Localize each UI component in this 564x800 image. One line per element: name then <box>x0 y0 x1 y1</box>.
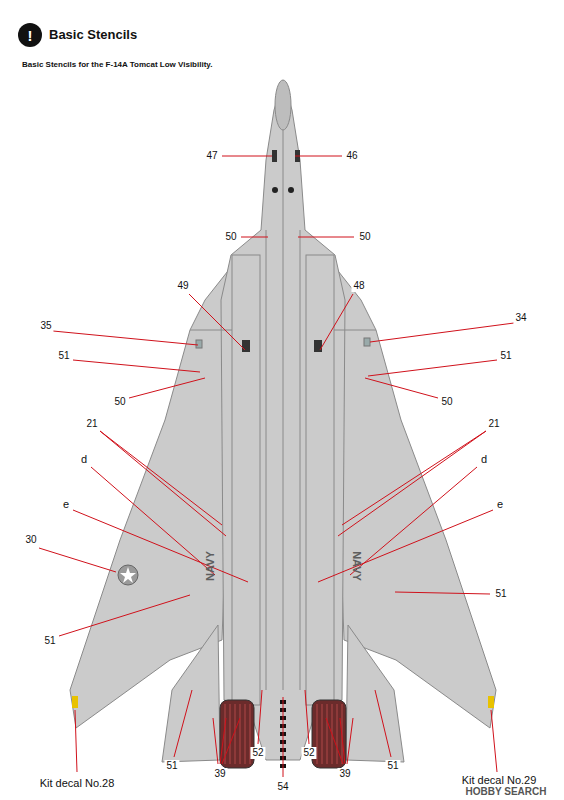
callout-number: 51 <box>164 760 179 772</box>
callout-number: 51 <box>385 760 400 772</box>
callout-number: 30 <box>23 534 38 546</box>
callout-number: 51 <box>42 635 57 647</box>
callout-number: 39 <box>337 768 352 780</box>
callout-number: 51 <box>498 350 513 362</box>
callout-number: 51 <box>493 588 508 600</box>
decal-reference: Kit decal No.29 <box>460 774 539 787</box>
callout-number: 35 <box>38 320 53 332</box>
title: Basic Stencils <box>49 27 137 42</box>
callout-number: 50 <box>439 396 454 408</box>
watermark: HOBBY SEARCH <box>464 786 549 798</box>
callout-number: 54 <box>275 781 290 793</box>
callout-number: 47 <box>204 150 219 162</box>
callout-number: 46 <box>344 150 359 162</box>
callout-number: 51 <box>56 350 71 362</box>
alert-circle: ! <box>18 23 42 47</box>
callout-number: 48 <box>351 280 366 292</box>
fuselage-marking: NAVY <box>204 549 217 583</box>
callout-number: 39 <box>212 768 227 780</box>
callout-number: d <box>479 453 489 466</box>
callout-number: 34 <box>513 312 528 324</box>
callout-number: 52 <box>250 747 265 759</box>
callout-number: d <box>79 453 89 466</box>
callout-number: e <box>61 498 71 511</box>
callout-number: 21 <box>486 418 501 430</box>
fuselage-marking: NAVY <box>350 549 363 583</box>
caption: Basic Stencils for the F-14A Tomcat Low … <box>22 60 212 69</box>
callout-number: 50 <box>223 231 238 243</box>
callout-number: 50 <box>112 396 127 408</box>
callout-number: 50 <box>357 231 372 243</box>
alert-mark: ! <box>28 27 33 44</box>
callout-number: 21 <box>84 418 99 430</box>
callout-number: e <box>495 498 505 511</box>
callout-number: 52 <box>301 747 316 759</box>
callout-number: 49 <box>175 280 190 292</box>
decal-reference: Kit decal No.28 <box>38 777 117 790</box>
